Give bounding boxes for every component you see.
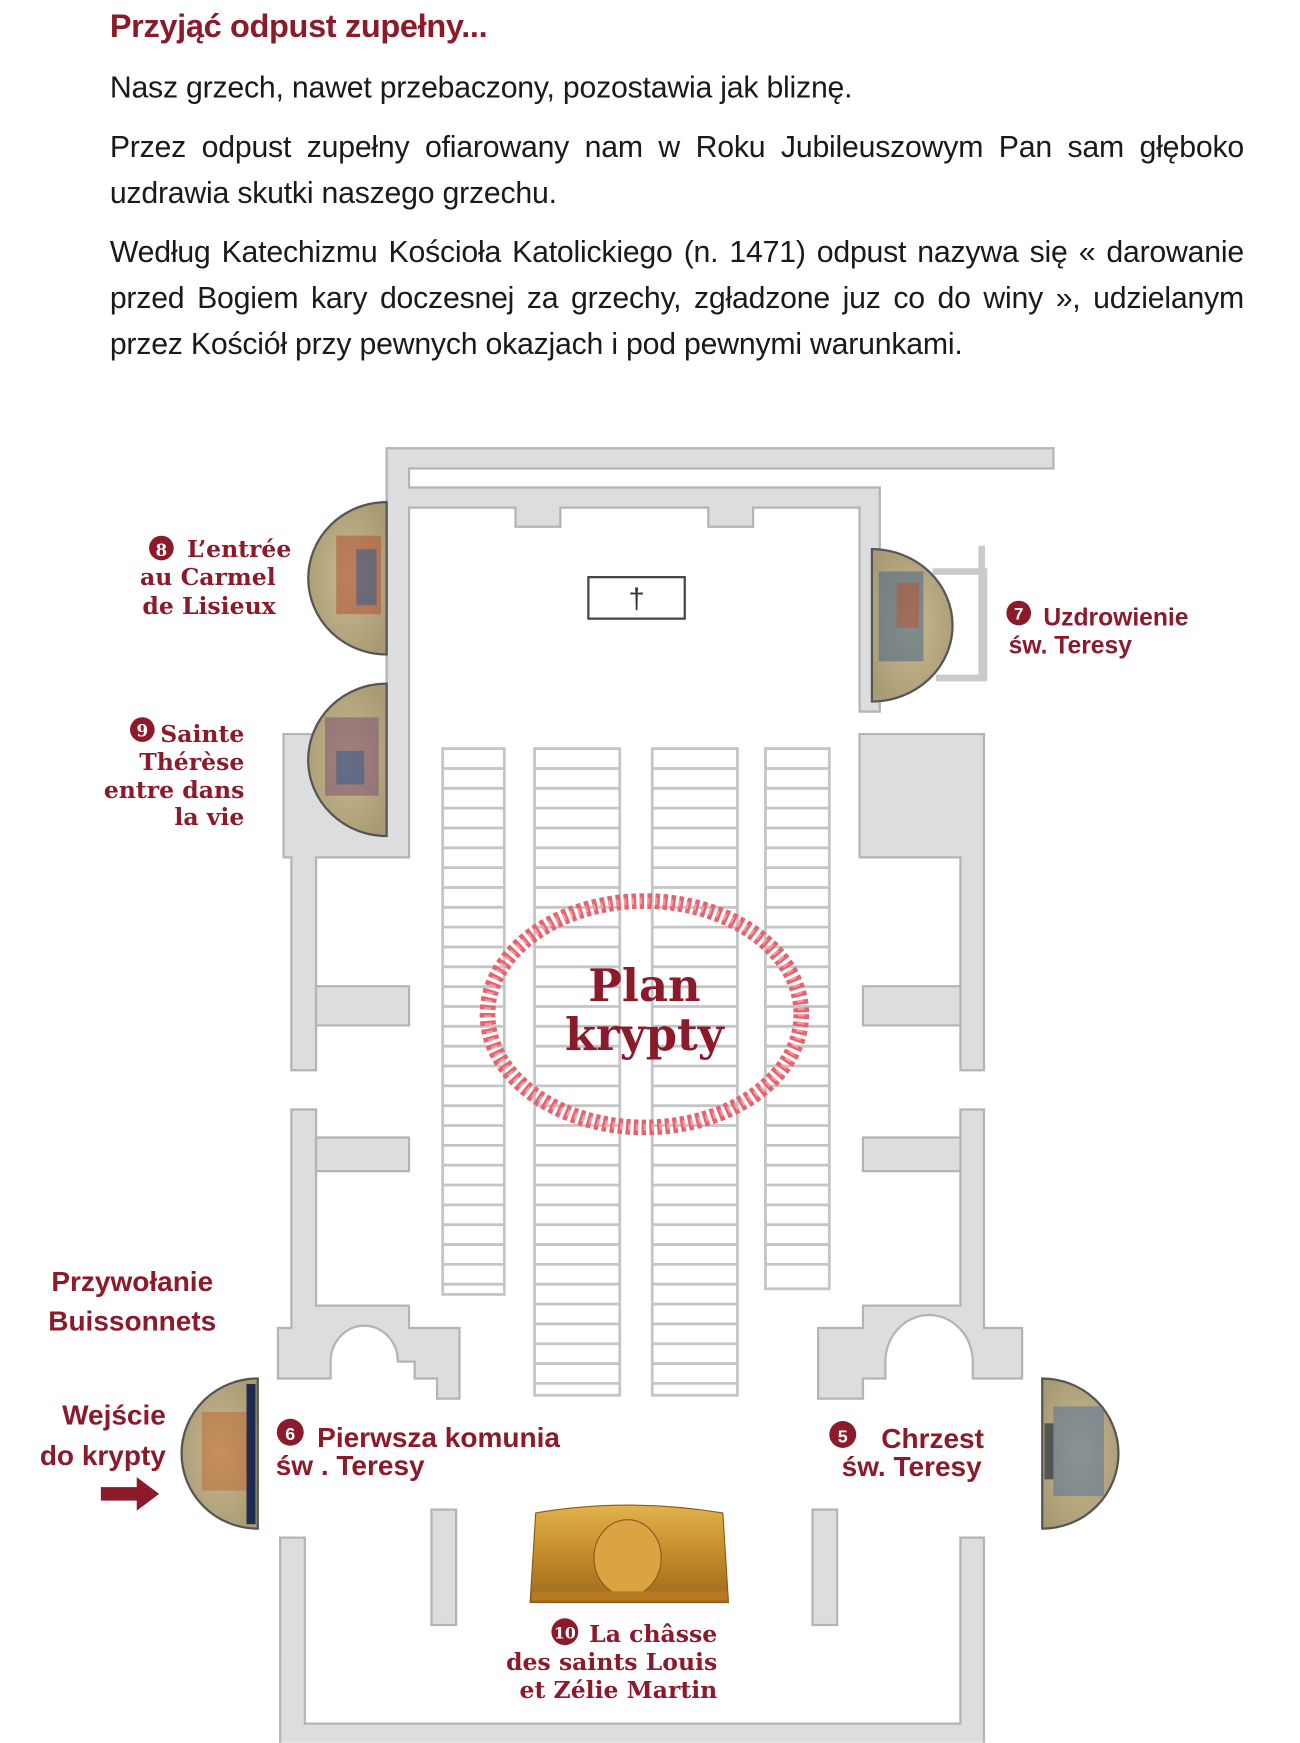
plan-title: krypty [565, 1008, 726, 1061]
body-text: Nasz grzech, nawet przebaczony, pozostaw… [110, 65, 1244, 368]
walls [276, 447, 1055, 1743]
svg-text:au Carmel: au Carmel [140, 563, 276, 591]
mosaic-6 [180, 1377, 259, 1530]
pew-column [650, 747, 739, 1397]
svg-text:Uzdrowienie: Uzdrowienie [1043, 604, 1188, 631]
mosaic-8 [307, 500, 388, 656]
paragraph: Nasz grzech, nawet przebaczony, pozostaw… [109, 70, 853, 105]
label-buissonnets: Przywołanie Buissonnets [48, 1266, 216, 1336]
mosaic-9 [307, 682, 388, 838]
heading: Przyjąć odpust zupełny... [109, 8, 488, 45]
svg-text:Wejście: Wejście [62, 1399, 166, 1430]
cross-icon: † [628, 584, 644, 616]
pew-column [764, 747, 831, 1291]
svg-text:do krypty: do krypty [40, 1440, 166, 1471]
svg-text:entre dans: entre dans [104, 776, 244, 804]
svg-text:Pierwsza komunia: Pierwsza komunia [317, 1422, 560, 1453]
svg-text:7: 7 [1014, 605, 1023, 624]
svg-text:Buissonnets: Buissonnets [48, 1305, 216, 1336]
svg-text:et Zélie Martin: et Zélie Martin [520, 1676, 718, 1704]
label-7: 7 Uzdrowienie św. Teresy [1006, 600, 1188, 659]
svg-text:8: 8 [156, 540, 168, 560]
pew-column [533, 747, 622, 1397]
label-10: 10 La châsse des saints Louis et Zélie M… [506, 1618, 717, 1704]
mosaic-5 [1041, 1377, 1120, 1530]
mosaic-7 [870, 548, 954, 703]
svg-text:des saints Louis: des saints Louis [506, 1648, 717, 1676]
plan-title: Plan [588, 959, 700, 1012]
paragraph: Według Katechizmu Kościoła Katolickiego … [109, 235, 1244, 361]
svg-text:św. Teresy: św. Teresy [842, 1451, 983, 1482]
arrow-right-icon [100, 1477, 160, 1511]
svg-text:Thérèse: Thérèse [139, 748, 244, 776]
label-6: 6 Pierwsza komunia św . Teresy [276, 1418, 560, 1481]
label-entrance: Wejście do krypty [40, 1399, 166, 1511]
label-5: 5 Chrzest św. Teresy [829, 1421, 984, 1482]
svg-text:6: 6 [285, 1424, 295, 1444]
svg-text:św. Teresy: św. Teresy [1009, 632, 1133, 659]
svg-text:de Lisieux: de Lisieux [142, 592, 276, 620]
reliquary-image [529, 1504, 730, 1604]
label-9: 9 Sainte Thérèse entre dans la vie [104, 717, 244, 831]
svg-text:La châsse: La châsse [589, 1620, 717, 1648]
svg-text:Przywołanie: Przywołanie [51, 1266, 213, 1297]
label-8: 8 L’entrée au Carmel de Lisieux [140, 535, 291, 620]
svg-text:9: 9 [136, 720, 148, 740]
svg-text:Sainte: Sainte [160, 720, 244, 748]
svg-text:5: 5 [838, 1426, 848, 1446]
paragraph: Przez odpust zupełny ofiarowany nam w Ro… [109, 130, 1244, 210]
pew-column [441, 747, 506, 1296]
svg-text:św . Teresy: św . Teresy [276, 1450, 425, 1481]
altar: † [587, 576, 686, 620]
svg-text:L’entrée: L’entrée [187, 535, 291, 563]
svg-text:Chrzest: Chrzest [881, 1423, 984, 1454]
svg-text:la vie: la vie [174, 803, 244, 831]
svg-text:10: 10 [554, 1623, 576, 1642]
